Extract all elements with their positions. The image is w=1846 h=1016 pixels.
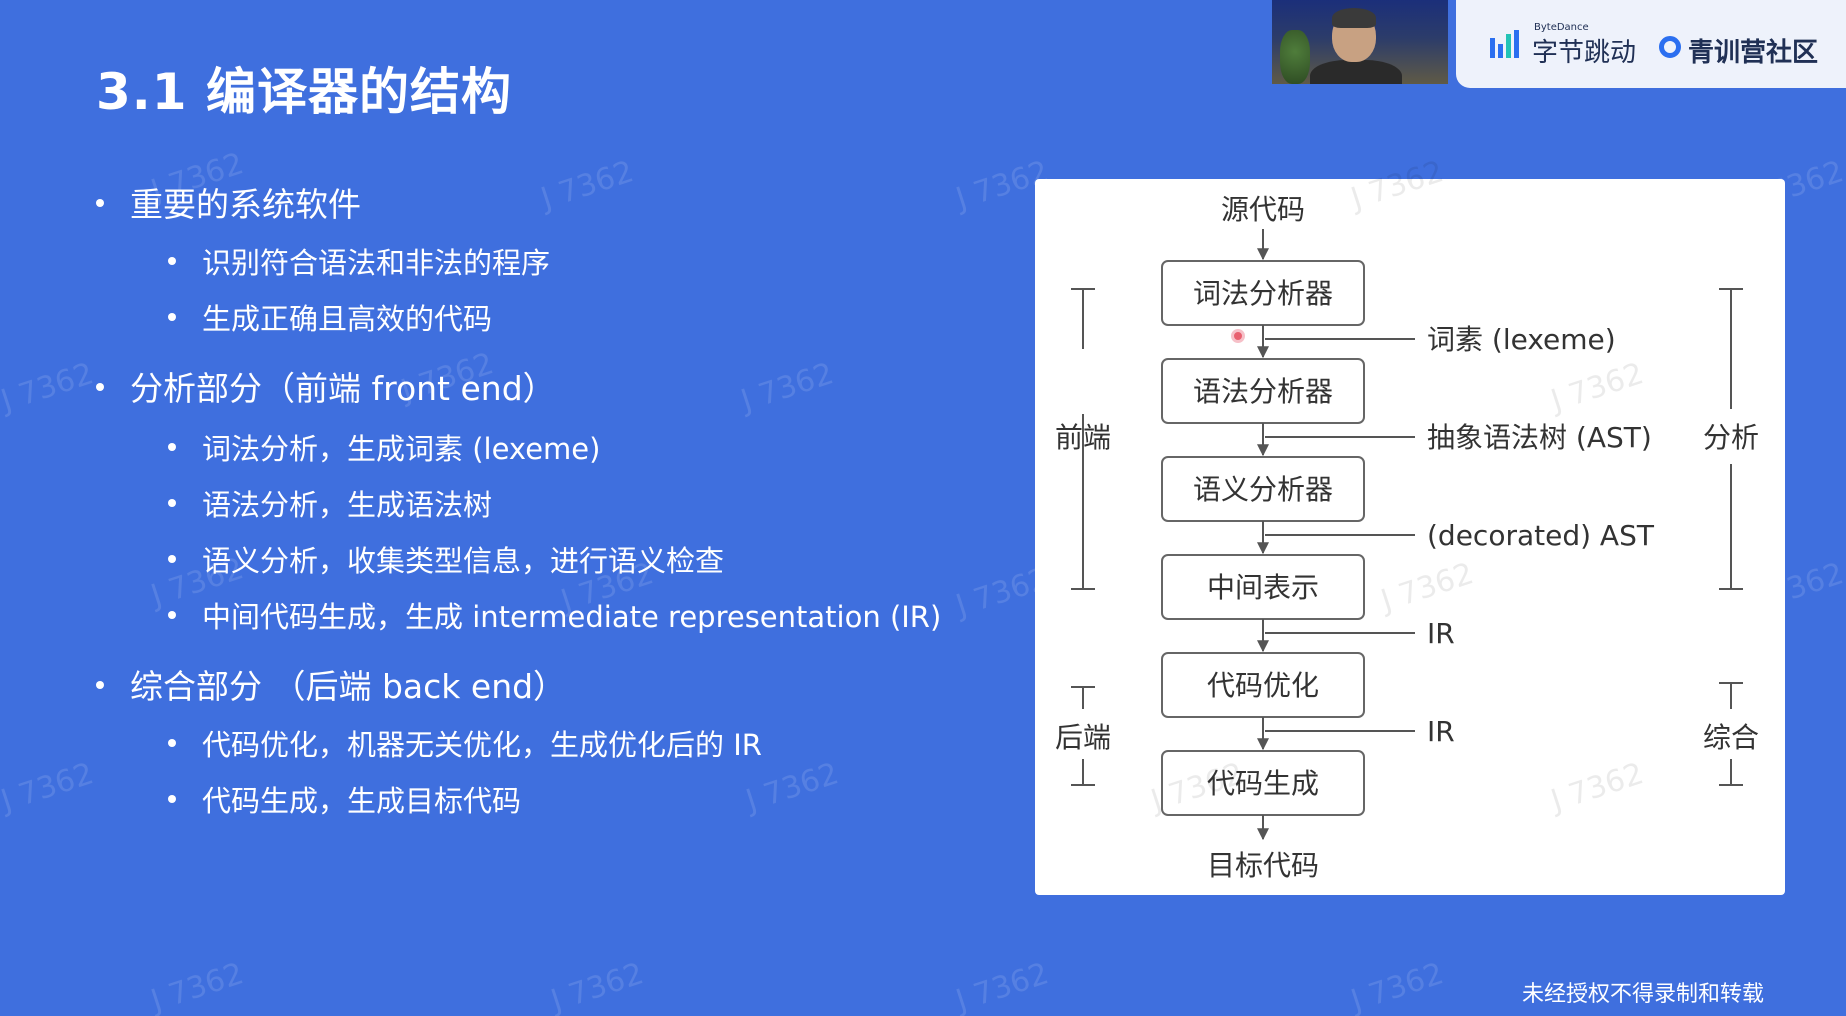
stage-box: 词法分析器 — [1161, 260, 1365, 326]
watermark: J 7362 — [546, 956, 648, 1016]
outline-item: 词法分析，生成词素 (lexeme) — [168, 426, 600, 468]
slide-title: 3.1 编译器的结构 — [96, 63, 512, 121]
target-code-label: 目标代码 — [1207, 849, 1319, 882]
stage-label: 词法分析器 — [1193, 277, 1333, 310]
diagram-svg: 源代码 目标代码 词法分析器 词素 (lexeme) 语法分析器 抽象语法树 (… — [1055, 193, 1759, 882]
bytedance-name: 字节跳动 — [1532, 38, 1637, 68]
brand-bar: ByteDance 字节跳动 青训营社区 — [1456, 0, 1846, 88]
outline-item: 代码生成，生成目标代码 — [168, 778, 521, 820]
presenter-hair — [1332, 8, 1376, 28]
stage-box: 语义分析器 — [1161, 456, 1365, 522]
watermark: J 7362 — [0, 356, 98, 419]
outline-item-text: 分析部分（前端 front end） — [130, 369, 556, 408]
synthesis-bracket: 综合 — [1703, 682, 1759, 786]
bullet-icon — [168, 313, 176, 321]
stage-label: 中间表示 — [1207, 571, 1319, 604]
outline-item-text: 识别符合语法和非法的程序 — [202, 246, 551, 280]
outline-item: 中间代码生成，生成 intermediate representation (I… — [168, 594, 941, 636]
stage-output-label: 词素 (lexeme) — [1427, 323, 1616, 356]
bullet-icon — [168, 611, 176, 619]
bullet-icon — [96, 680, 104, 689]
bullet-icon — [168, 795, 176, 803]
stage-label: 语义分析器 — [1193, 473, 1333, 506]
bullet-icon — [168, 499, 176, 507]
synthesis-label: 综合 — [1703, 721, 1759, 754]
bullet-icon — [168, 555, 176, 563]
outline-item-text: 代码生成，生成目标代码 — [202, 784, 522, 818]
bullet-icon — [96, 198, 104, 207]
copyright-notice: 未经授权不得录制和转载 — [1522, 982, 1765, 1007]
outline-item-text: 语义分析，收集类型信息，进行语义检查 — [202, 544, 725, 578]
watermark: J 7362 — [146, 956, 248, 1016]
stage-output-label: 抽象语法树 (AST) — [1427, 421, 1652, 454]
bytedance-logo-icon — [1490, 30, 1519, 58]
stage-box: 语法分析器 — [1161, 358, 1365, 424]
stage-output-label: IR — [1427, 617, 1455, 650]
stage-output-label: (decorated) AST — [1427, 519, 1655, 552]
background-plant — [1280, 30, 1310, 84]
compiler-structure-diagram: 源代码 目标代码 词法分析器 词素 (lexeme) 语法分析器 抽象语法树 (… — [1035, 179, 1785, 895]
watermark: J 7362 — [0, 756, 98, 819]
outline-item: 识别符合语法和非法的程序 — [168, 240, 550, 282]
stage-box: 代码生成 — [1161, 750, 1365, 816]
outline-item: 综合部分 （后端 back end） — [96, 660, 566, 708]
bytedance-small-label: ByteDance — [1534, 22, 1589, 33]
backend-bracket: 后端 — [1055, 686, 1111, 786]
stage-box: 代码优化 — [1161, 652, 1365, 718]
pointer-indicator — [1231, 329, 1245, 343]
backend-label: 后端 — [1055, 721, 1111, 754]
stage-label: 语法分析器 — [1193, 375, 1333, 408]
stage-output-label: IR — [1427, 715, 1455, 748]
outline-item: 生成正确且高效的代码 — [168, 296, 492, 338]
bullet-icon — [168, 257, 176, 265]
outline-item-text: 语法分析，生成语法树 — [202, 488, 493, 522]
frontend-bracket: 前端 — [1055, 288, 1111, 590]
bullet-icon — [96, 382, 104, 391]
stage-box: 中间表示 — [1161, 554, 1365, 620]
outline-item-text: 综合部分 （后端 back end） — [130, 667, 567, 706]
stage-label: 代码生成 — [1207, 767, 1319, 800]
analysis-label: 分析 — [1703, 421, 1759, 454]
watermark: J 7362 — [536, 154, 638, 217]
outline-item: 语法分析，生成语法树 — [168, 482, 492, 524]
outline-item: 重要的系统软件 — [96, 178, 361, 226]
outline-item: 分析部分（前端 front end） — [96, 362, 556, 410]
watermark: J 7362 — [736, 356, 838, 419]
presenter-body — [1310, 60, 1402, 84]
source-code-label: 源代码 — [1221, 193, 1305, 226]
outline-item-text: 词法分析，生成词素 (lexeme) — [202, 432, 601, 466]
watermark: J 7362 — [741, 756, 843, 819]
outline-item-text: 中间代码生成，生成 intermediate representation (I… — [202, 600, 942, 634]
outline-item-text: 重要的系统软件 — [130, 185, 361, 224]
webcam-video[interactable] — [1272, 0, 1448, 84]
community-logo-icon — [1659, 36, 1681, 58]
stage-label: 代码优化 — [1207, 669, 1319, 702]
community-name: 青训营社区 — [1688, 38, 1819, 68]
outline-item: 语义分析，收集类型信息，进行语义检查 — [168, 538, 724, 580]
bullet-icon — [168, 443, 176, 451]
frontend-label: 前端 — [1055, 421, 1111, 454]
outline-item: 代码优化，机器无关优化，生成优化后的 IR — [168, 722, 762, 764]
outline-item-text: 代码优化，机器无关优化，生成优化后的 IR — [202, 728, 762, 762]
bullet-icon — [168, 739, 176, 747]
watermark: J 7362 — [1346, 956, 1448, 1016]
outline-item-text: 生成正确且高效的代码 — [202, 302, 493, 336]
watermark: J 7362 — [951, 956, 1053, 1016]
analysis-bracket: 分析 — [1703, 288, 1759, 590]
